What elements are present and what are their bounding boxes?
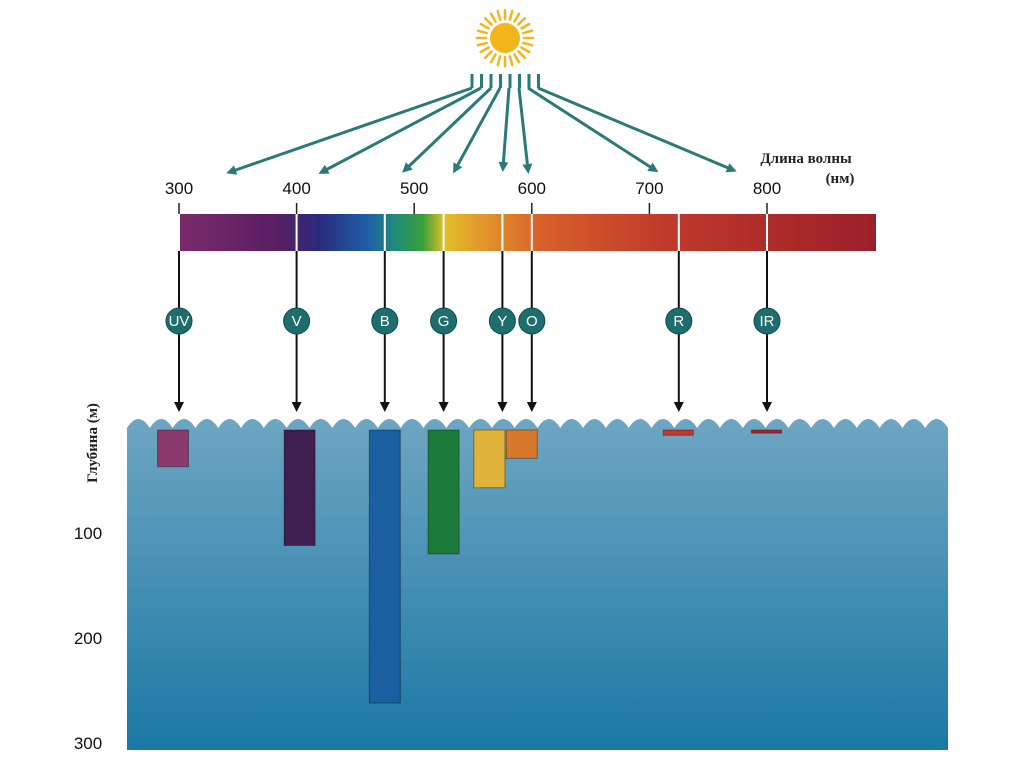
- sun-ray: [496, 55, 502, 67]
- sunlight-arrow: [453, 87, 502, 174]
- penetration-bar: [662, 429, 694, 436]
- sun-ray: [489, 12, 497, 23]
- sun-ray: [520, 22, 531, 30]
- sun-icon: [475, 8, 535, 68]
- band-label: IR: [760, 313, 775, 330]
- band-marker: [371, 307, 399, 335]
- sunlight-arrow: [527, 86, 659, 173]
- sun-ray: [508, 9, 514, 21]
- sunlight-arrow: [402, 86, 493, 173]
- band-marker: [488, 307, 516, 335]
- band-marker: [165, 307, 193, 335]
- wavelength-tick-label: 300: [165, 179, 193, 198]
- spectrum-bar: [179, 214, 876, 251]
- band-marker: [283, 307, 311, 335]
- sun-ray: [517, 16, 527, 26]
- wavelength-tick-label: 500: [400, 179, 428, 198]
- band-label: O: [526, 313, 538, 330]
- sun-ray: [479, 22, 490, 30]
- band-label: R: [673, 313, 684, 330]
- sun-ray: [508, 55, 514, 67]
- penetration-bar: [505, 429, 538, 459]
- band-label: UV: [169, 313, 190, 330]
- sunlight-arrow: [537, 86, 737, 173]
- band-label: V: [292, 313, 302, 330]
- wavelength-tick-label: 400: [282, 179, 310, 198]
- penetration-bar: [473, 429, 506, 489]
- water-body: [127, 419, 948, 750]
- wavelength-ticks: 300 400 500 600 700 800: [165, 179, 781, 214]
- wavelength-tick-label: 700: [635, 179, 663, 198]
- sun-ray: [483, 16, 493, 26]
- sunlight-arrow: [517, 87, 533, 174]
- band-label: B: [380, 313, 390, 330]
- depth-axis-title: Глубина (м): [85, 403, 101, 483]
- wavelength-tick-label: 600: [518, 179, 546, 198]
- sun-ray: [479, 46, 490, 54]
- sun-ray: [517, 50, 527, 60]
- penetration-bar: [427, 429, 460, 555]
- band-marker: [518, 307, 546, 335]
- sun-ray: [476, 41, 488, 47]
- wavelength-axis-unit: (нм): [826, 171, 855, 187]
- depth-ticks: 100 200 300: [74, 524, 102, 753]
- sun-ray: [496, 9, 502, 21]
- penetration-bar: [283, 429, 316, 546]
- depth-tick-label: 200: [74, 629, 102, 648]
- sun-ray: [476, 29, 488, 35]
- band-label: G: [438, 313, 450, 330]
- wavelength-axis-title: Длина волны: [760, 151, 852, 167]
- penetration-bar: [157, 429, 189, 468]
- penetration-bar: [368, 429, 401, 704]
- band-penetration-group: UV V B G Y O R IR: [157, 214, 782, 704]
- sun-ray: [520, 46, 531, 54]
- band-marker: [665, 307, 693, 335]
- sunlight-arrow: [226, 86, 473, 175]
- sun-ray: [513, 12, 521, 23]
- sun-ray: [489, 53, 497, 64]
- sunlight-arrow: [498, 87, 511, 172]
- sun-ray: [513, 53, 521, 64]
- band-marker: [753, 307, 781, 335]
- sun-ray: [522, 29, 534, 35]
- depth-tick-label: 100: [74, 524, 102, 543]
- sunlight-arrow: [318, 86, 482, 174]
- band-marker: [430, 307, 458, 335]
- sun-ray: [522, 41, 534, 47]
- sunlight-rays: [226, 74, 737, 175]
- sun-ray: [483, 50, 493, 60]
- wavelength-tick-label: 800: [753, 179, 781, 198]
- band-label: Y: [497, 313, 507, 330]
- penetration-bar: [751, 429, 782, 434]
- depth-tick-label: 300: [74, 734, 102, 753]
